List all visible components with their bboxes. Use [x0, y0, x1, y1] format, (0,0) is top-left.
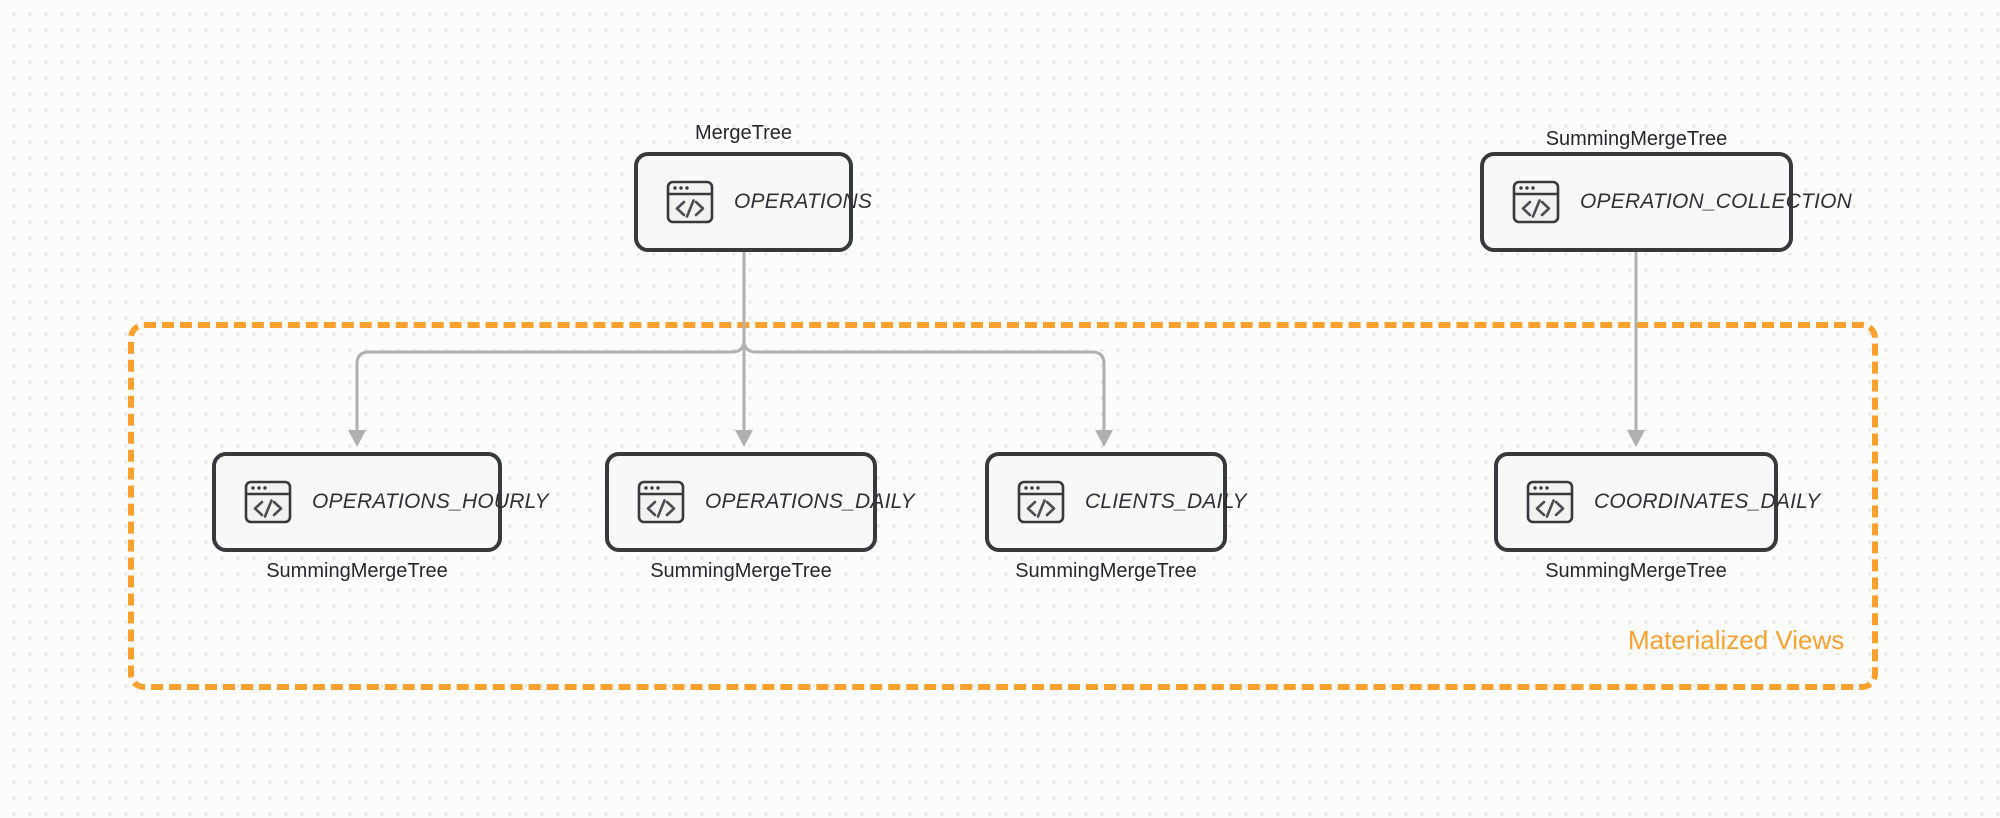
node-label-coordinates-daily: COORDINATES_DAILY — [1594, 490, 1821, 513]
code-window-icon — [1017, 480, 1065, 524]
node-label-operations: OPERATIONS — [734, 190, 873, 213]
engine-label-operations-hourly: SummingMergeTree — [266, 560, 448, 582]
node-operations-hourly[interactable]: OPERATIONS_HOURLY — [212, 452, 549, 552]
node-label-operations-daily: OPERATIONS_DAILY — [705, 490, 915, 513]
node-clients-daily[interactable]: CLIENTS_DAILY — [985, 452, 1247, 552]
node-operations[interactable]: OPERATIONS — [634, 152, 872, 252]
engine-label-operation-collection: SummingMergeTree — [1545, 128, 1728, 150]
materialized-views-group-label: Materialized Views — [1628, 625, 1845, 655]
engine-label-operations: MergeTree — [694, 122, 793, 144]
engine-label-operations-daily: SummingMergeTree — [650, 560, 832, 582]
node-label-clients-daily: CLIENTS_DAILY — [1085, 490, 1247, 513]
node-coordinates-daily[interactable]: COORDINATES_DAILY — [1494, 452, 1820, 552]
node-label-operation-collection: OPERATION_COLLECTION — [1580, 190, 1852, 213]
engine-label-coordinates-daily: SummingMergeTree — [1545, 560, 1727, 582]
node-operations-daily[interactable]: OPERATIONS_DAILY — [605, 452, 915, 552]
code-window-icon — [244, 480, 292, 524]
code-window-icon — [637, 480, 685, 524]
code-window-icon — [666, 180, 714, 224]
code-window-icon — [1526, 480, 1574, 524]
node-label-operations-hourly: OPERATIONS_HOURLY — [312, 490, 549, 513]
engine-label-clients-daily: SummingMergeTree — [1015, 560, 1197, 582]
code-window-icon — [1512, 180, 1560, 224]
node-operation-collection[interactable]: OPERATION_COLLECTION — [1480, 152, 1852, 252]
